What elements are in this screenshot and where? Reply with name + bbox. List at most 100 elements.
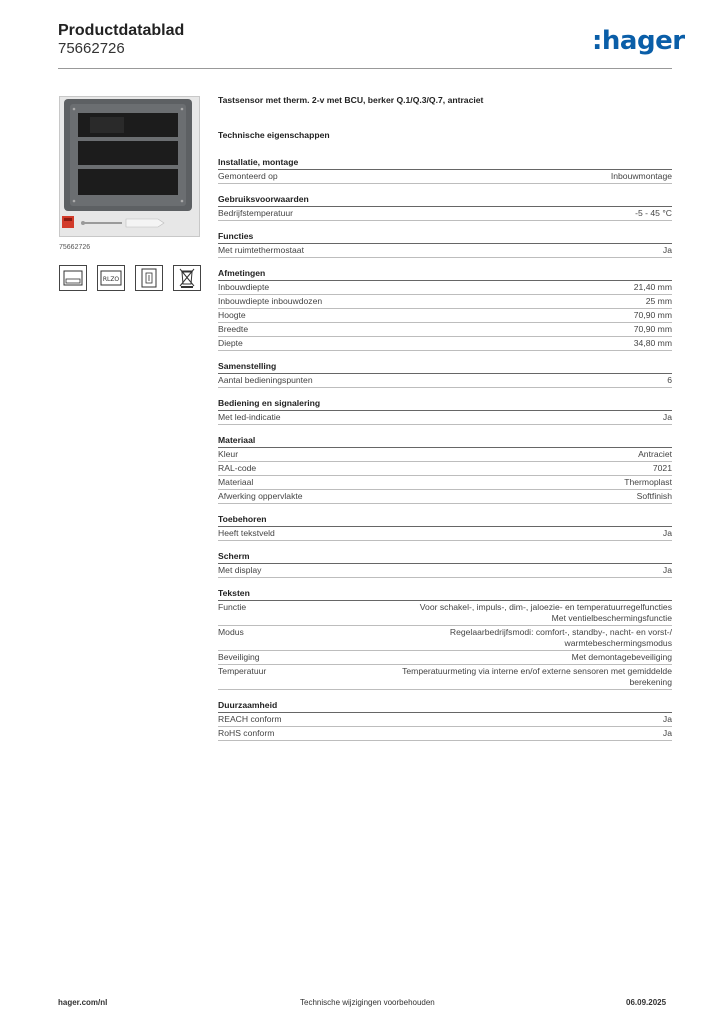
spec-label: Inbouwdiepte	[218, 282, 270, 292]
spec-value: Regelaarbedrijfsmodi: comfort-, standby-…	[449, 627, 672, 648]
section-title: Scherm	[218, 549, 672, 564]
spec-value: Antraciet	[638, 449, 672, 459]
section-title: Afmetingen	[218, 266, 672, 281]
spec-row: RAL-code 7021	[218, 462, 672, 476]
spec-label: Materiaal	[218, 477, 254, 487]
spec-value: Ja	[662, 245, 672, 255]
spec-label: Diepte	[218, 338, 243, 348]
weee-bin-icon	[173, 265, 201, 291]
spec-row: Temperatuur Temperatuurmeting via interne…	[218, 665, 672, 690]
spec-value: -5 - 45 °C	[635, 208, 672, 218]
spec-row: RoHS conform Ja	[218, 727, 672, 741]
spec-row: Kleur Antraciet	[218, 448, 672, 462]
spec-value: 70,90 mm	[633, 310, 672, 320]
spec-label: Bedrijfstemperatuur	[218, 208, 293, 218]
spec-row: Functie Voor schakel-, impuls-, dim-, jal…	[218, 601, 672, 626]
spec-row: REACH conform Ja	[218, 713, 672, 727]
spec-row: Inbouwdiepte 21,40 mm	[218, 281, 672, 295]
spec-value: 34,80 mm	[633, 338, 672, 348]
spec-value: Thermoplast	[624, 477, 672, 487]
spec-value: Ja	[662, 528, 672, 538]
spec-label: Hoogte	[218, 310, 246, 320]
spec-value: 21,40 mm	[633, 282, 672, 292]
footer-date: 06.09.2025	[626, 998, 667, 1007]
spec-row: Hoogte 70,90 mm	[218, 309, 672, 323]
display-symbol-icon	[59, 265, 87, 291]
spec-label: Gemonteerd op	[218, 171, 278, 181]
section-title: Toebehoren	[218, 512, 672, 527]
spec-row: Beveiliging Met demontagebeveiliging	[218, 651, 672, 665]
spec-value: Met demontagebeveiliging	[571, 652, 672, 662]
spec-label: Afwerking oppervlakte	[218, 491, 303, 501]
section-title: Bediening en signalering	[218, 396, 672, 411]
spec-row: Gemonteerd op Inbouwmontage	[218, 170, 672, 184]
page-title: Productdatablad	[58, 22, 185, 39]
spec-row: Met display Ja	[218, 564, 672, 578]
footer-disclaimer: Technische wijzigingen voorbehouden	[300, 998, 435, 1007]
spec-value: Ja	[662, 714, 672, 724]
header-divider	[58, 68, 672, 69]
product-code: 75662726	[58, 40, 125, 57]
spec-label: Kleur	[218, 449, 239, 459]
spec-row: Met ruimtethermostaat Ja	[218, 244, 672, 258]
spec-value: 6	[667, 375, 672, 385]
spec-label: RAL-code	[218, 463, 257, 473]
spec-value: Temperatuurmeting via interne en/of exte…	[402, 666, 672, 687]
spec-row: Heeft tekstveld Ja	[218, 527, 672, 541]
spec-value: 7021	[652, 463, 672, 473]
spec-label: REACH conform	[218, 714, 282, 724]
spec-value: Softfinish	[636, 491, 672, 501]
spec-label: Temperatuur	[218, 666, 267, 676]
section-title: Installatie, montage	[218, 155, 672, 170]
spec-row: Modus Regelaarbedrijfsmodi: comfort-, sta…	[218, 626, 672, 651]
spec-label: Breedte	[218, 324, 249, 334]
spec-label: Met display	[218, 565, 262, 575]
section-title: Duurzaamheid	[218, 698, 672, 713]
footer-website[interactable]: hager.com/nl	[58, 998, 108, 1007]
product-image	[59, 96, 200, 237]
spec-row: Diepte 34,80 mm	[218, 337, 672, 351]
spec-label: Met led-indicatie	[218, 412, 281, 422]
spec-label: Heeft tekstveld	[218, 528, 275, 538]
section-title: Functies	[218, 229, 672, 244]
spec-label: Beveiliging	[218, 652, 260, 662]
spec-value: Inbouwmontage	[610, 171, 672, 181]
spec-value: Ja	[662, 412, 672, 422]
spec-label: Modus	[218, 627, 244, 637]
section-title: Gebruiksvoorwaarden	[218, 192, 672, 207]
technical-heading: Technische eigenschappen	[218, 130, 330, 140]
spec-value: Ja	[662, 728, 672, 738]
spec-value: Ja	[662, 565, 672, 575]
spec-label: Aantal bedieningspunten	[218, 375, 313, 385]
spec-label: Functie	[218, 602, 247, 612]
thermostat-symbol-text: RLZO	[103, 276, 120, 283]
spec-row: Bedrijfstemperatuur -5 - 45 °C	[218, 207, 672, 221]
section-title: Samenstelling	[218, 359, 672, 374]
spec-value: 70,90 mm	[633, 324, 672, 334]
product-illustration	[62, 99, 192, 228]
spec-label: Met ruimtethermostaat	[218, 245, 304, 255]
spec-row: Materiaal Thermoplast	[218, 476, 672, 490]
spec-row: Met led-indicatie Ja	[218, 411, 672, 425]
spec-label: Inbouwdiepte inbouwdozen	[218, 296, 323, 306]
spec-row: Breedte 70,90 mm	[218, 323, 672, 337]
section-title: Teksten	[218, 586, 672, 601]
spec-value: Voor schakel-, impuls-, dim-, jaloezie- …	[419, 602, 672, 623]
thermostat-symbol-icon: RLZO	[97, 265, 125, 291]
spec-label: RoHS conform	[218, 728, 275, 738]
product-title: Tastsensor met therm. 2-v met BCU, berke…	[218, 95, 484, 105]
bus-symbol-icon	[135, 265, 163, 291]
hager-logo: :hager	[592, 26, 685, 56]
